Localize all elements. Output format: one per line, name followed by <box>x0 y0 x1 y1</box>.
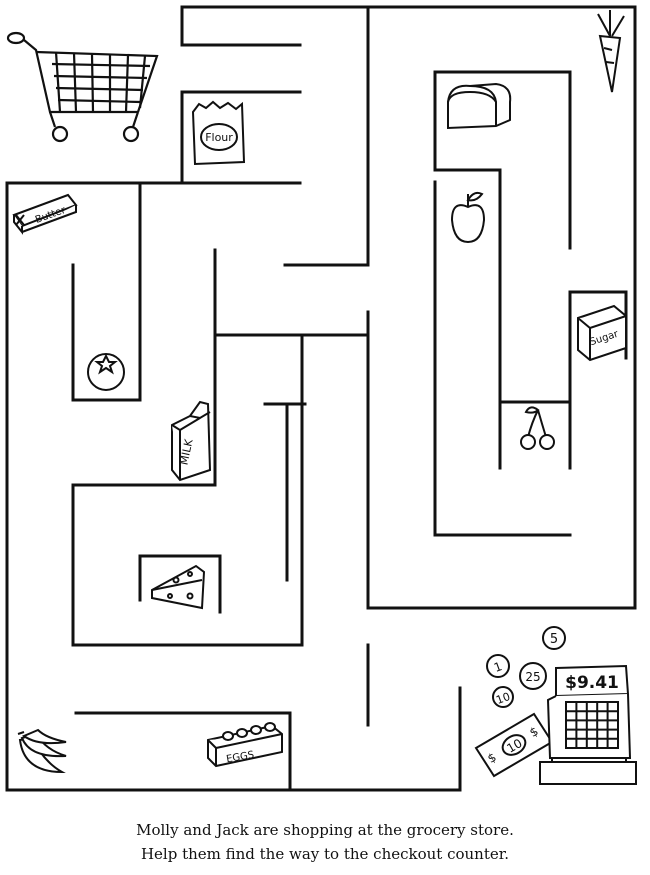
cash-register-icon <box>539 664 637 785</box>
shopping-cart-icon <box>6 31 159 143</box>
coin-25-label: 25 <box>525 670 540 684</box>
flour-bag-icon <box>191 100 246 166</box>
coin-10-label: 10 <box>494 690 512 707</box>
tomato-icon <box>87 353 125 391</box>
register-price-display: $9.41 <box>565 673 619 693</box>
apple-icon <box>450 191 486 244</box>
coin-icon <box>486 626 566 708</box>
butter-icon <box>12 193 78 235</box>
cheese-icon <box>151 564 206 610</box>
milk-carton-icon <box>171 400 212 482</box>
egg-carton-icon <box>207 722 283 768</box>
caption-line-1: Molly and Jack are shopping at the groce… <box>136 821 514 839</box>
carrot-icon <box>597 10 625 93</box>
sugar-box-icon <box>577 304 627 362</box>
bill-label: 10 <box>504 736 524 756</box>
milk-label: MILK <box>177 437 195 466</box>
coin-1-label: 1 <box>492 659 504 675</box>
bananas-icon <box>17 728 67 774</box>
bread-icon <box>447 82 512 130</box>
eggs-label: EGGS <box>225 750 255 766</box>
cherries-icon <box>520 406 555 450</box>
coin-5-label: 5 <box>550 632 558 647</box>
flour-label: Flour <box>205 131 233 144</box>
maze-walls <box>5 5 637 792</box>
caption-line-2: Help them find the way to the checkout c… <box>140 845 510 863</box>
